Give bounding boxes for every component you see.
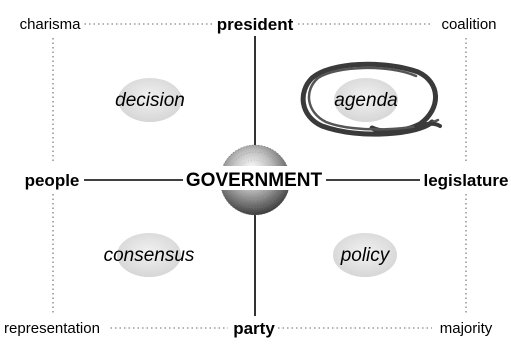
node-label-charisma: charisma xyxy=(20,16,82,33)
concept-ovals xyxy=(117,78,398,277)
oval-decision xyxy=(118,78,182,122)
oval-label-decision: decision xyxy=(115,90,185,111)
oval-label-agenda: agenda xyxy=(334,90,397,111)
oval-policy xyxy=(333,233,397,277)
dotted-frame xyxy=(52,23,467,329)
oval-agenda xyxy=(334,78,398,122)
node-label-representation: representation xyxy=(4,320,100,337)
node-label-majority: majority xyxy=(440,320,493,337)
node-label-legislature: legislature xyxy=(423,171,508,190)
oval-consensus xyxy=(117,233,181,277)
oval-label-consensus: consensus xyxy=(104,245,195,266)
agenda-highlight-scribble xyxy=(300,61,442,137)
center-label-government: GOVERNMENT xyxy=(186,170,323,191)
node-label-president: president xyxy=(217,15,294,34)
node-label-coalition: coalition xyxy=(441,16,496,33)
node-label-party: party xyxy=(233,319,275,338)
oval-label-policy: policy xyxy=(340,245,391,266)
cross-connectors xyxy=(80,36,424,316)
node-label-people: people xyxy=(25,171,80,190)
